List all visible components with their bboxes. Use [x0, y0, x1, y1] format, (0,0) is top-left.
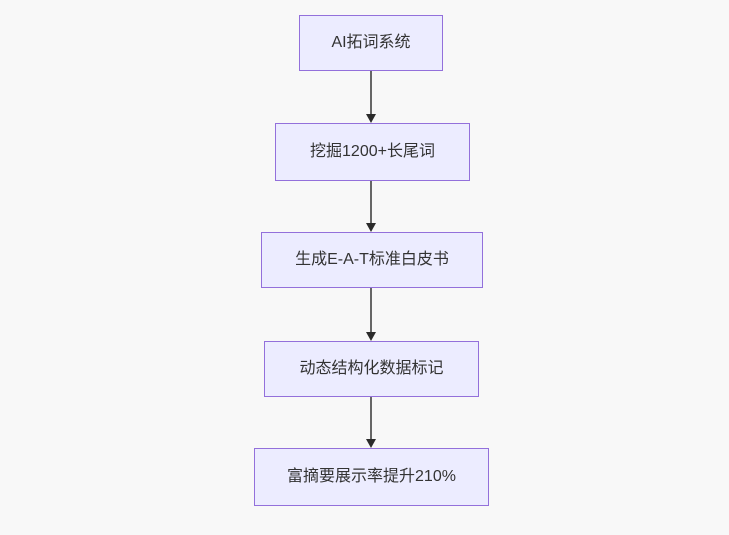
flowchart-edge-1: [366, 71, 376, 123]
node-label: 动态结构化数据标记: [299, 360, 444, 378]
flowchart-edge-2: [366, 181, 376, 232]
node-label: 挖掘1200+长尾词: [310, 143, 435, 161]
flowchart-edge-3: [366, 288, 376, 341]
flowchart-node-step-5: 富摘要展示率提升210%: [254, 448, 489, 506]
flowchart-node-step-1: AI拓词系统: [299, 15, 443, 71]
flowchart-edge-4: [366, 397, 376, 448]
flowchart-node-step-4: 动态结构化数据标记: [264, 341, 479, 397]
arrow-down-icon: [366, 223, 376, 232]
node-label: 生成E-A-T标准白皮书: [295, 251, 449, 269]
flowchart-node-step-2: 挖掘1200+长尾词: [275, 123, 470, 181]
flowchart-node-step-3: 生成E-A-T标准白皮书: [261, 232, 483, 288]
arrow-down-icon: [366, 332, 376, 341]
node-label: AI拓词系统: [331, 34, 411, 52]
arrow-down-icon: [366, 439, 376, 448]
arrow-down-icon: [366, 114, 376, 123]
node-label: 富摘要展示率提升210%: [287, 468, 456, 486]
